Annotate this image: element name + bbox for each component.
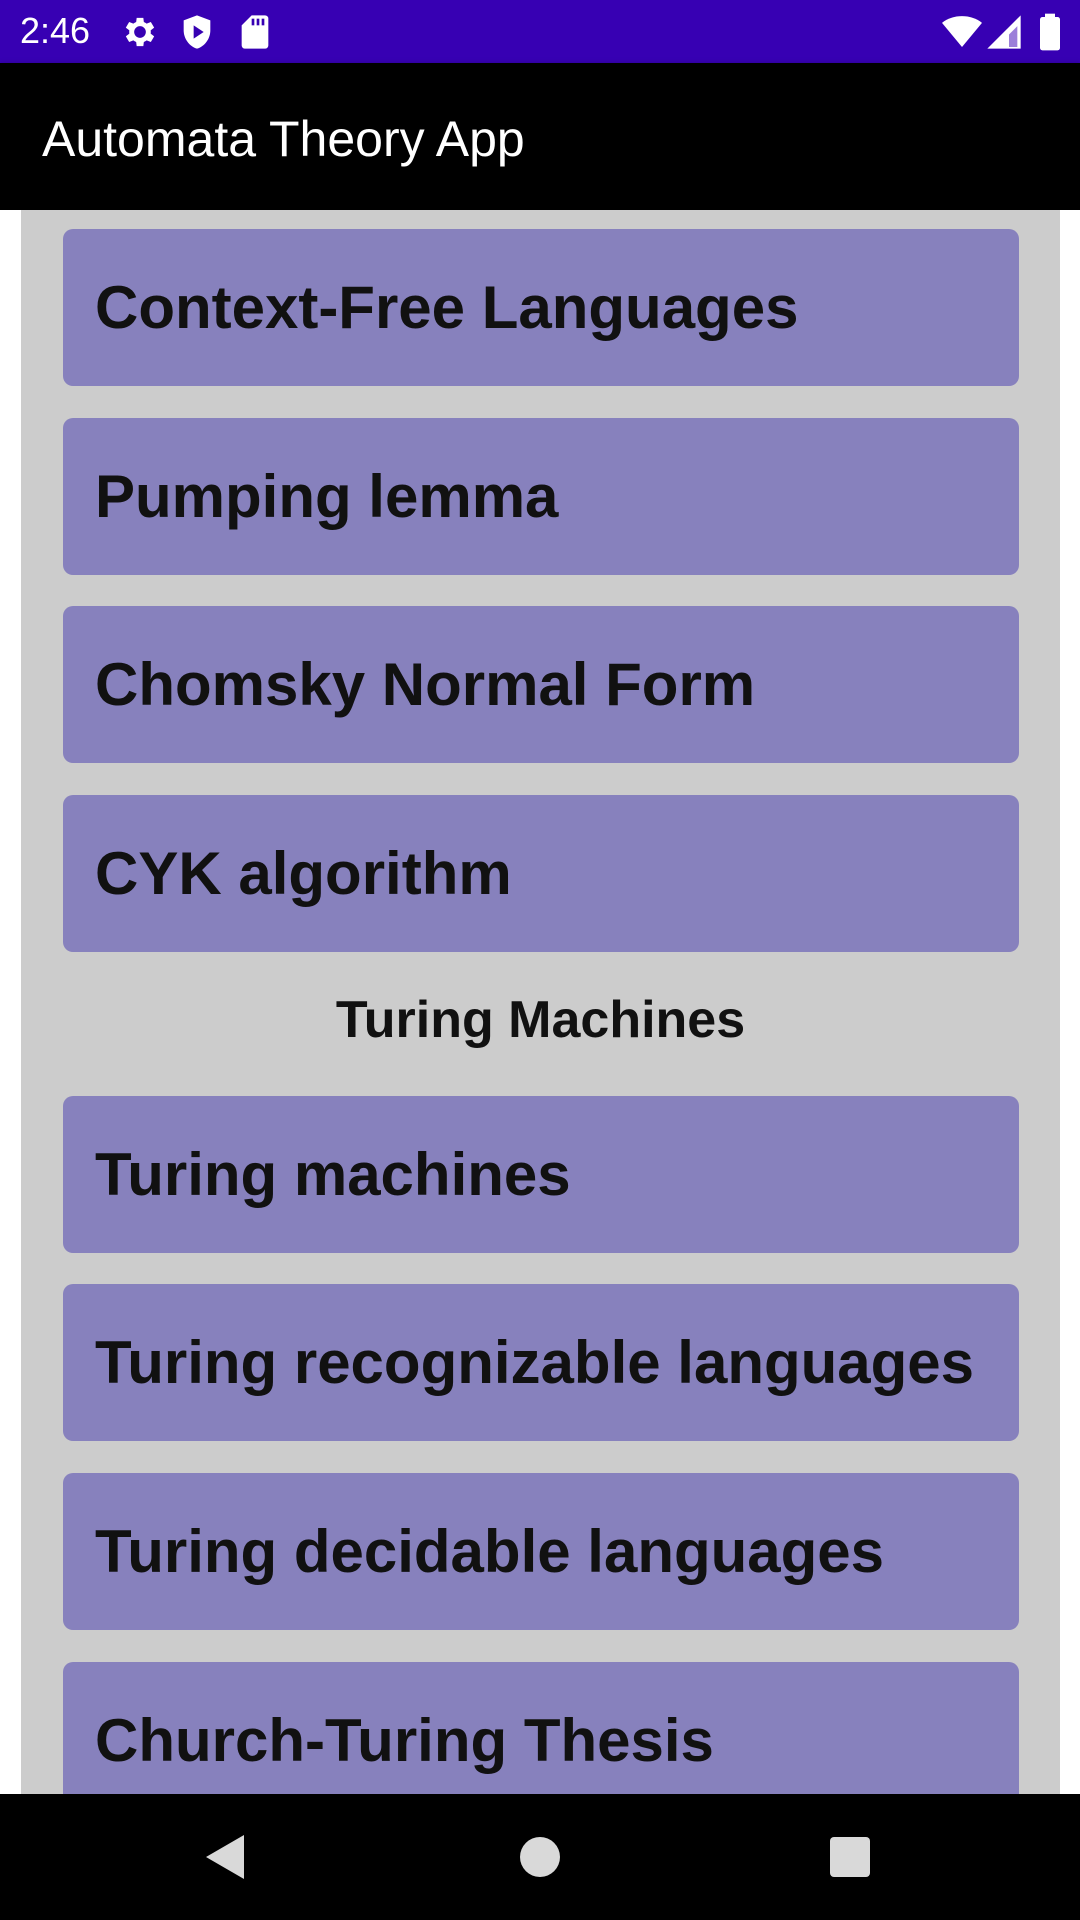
home-icon[interactable] xyxy=(510,1827,570,1887)
section-heading-turing-machines: Turing Machines xyxy=(335,991,746,1049)
app-bar: Automata Theory App xyxy=(0,63,1080,210)
topic-button-context-free-languages[interactable]: Context-Free Languages xyxy=(63,229,1019,386)
navigation-bar xyxy=(0,1794,1080,1920)
topic-button-label: Chomsky Normal Form xyxy=(95,651,756,718)
app-title: Automata Theory App xyxy=(42,111,525,167)
topic-button-turing-decidable-languages[interactable]: Turing decidable languages xyxy=(63,1473,1019,1630)
topic-list[interactable]: Context-Free Languages Pumping lemma Cho… xyxy=(0,210,1080,1794)
back-icon[interactable] xyxy=(196,1827,256,1887)
topic-button-chomsky-normal-form[interactable]: Chomsky Normal Form xyxy=(63,606,1019,763)
topic-button-turing-machines[interactable]: Turing machines xyxy=(63,1096,1019,1253)
topic-button-turing-recognizable-languages[interactable]: Turing recognizable languages xyxy=(63,1284,1019,1441)
topic-button-pumping-lemma[interactable]: Pumping lemma xyxy=(63,418,1019,575)
topic-button-label: Turing machines xyxy=(95,1141,571,1208)
status-bar: 2:46 xyxy=(0,0,1080,63)
shield-icon xyxy=(183,15,211,49)
topic-button-label: Turing decidable languages xyxy=(95,1518,885,1585)
topic-button-church-turing-thesis[interactable]: Church-Turing Thesis xyxy=(63,1662,1019,1794)
topic-button-label: CYK algorithm xyxy=(95,840,512,907)
topic-button-label: Context-Free Languages xyxy=(95,274,799,341)
sd-card-icon xyxy=(241,15,269,49)
status-time: 2:46 xyxy=(20,10,91,51)
battery-icon xyxy=(1040,13,1060,51)
topic-button-label: Church-Turing Thesis xyxy=(95,1707,714,1774)
cellular-signal-icon xyxy=(987,15,1021,49)
topic-button-label: Turing recognizable languages xyxy=(95,1329,975,1396)
topic-button-cyk-algorithm[interactable]: CYK algorithm xyxy=(63,795,1019,952)
recents-icon[interactable] xyxy=(820,1827,880,1887)
wifi-icon xyxy=(942,16,982,47)
gear-icon xyxy=(125,17,155,47)
topic-button-label: Pumping lemma xyxy=(95,463,559,530)
